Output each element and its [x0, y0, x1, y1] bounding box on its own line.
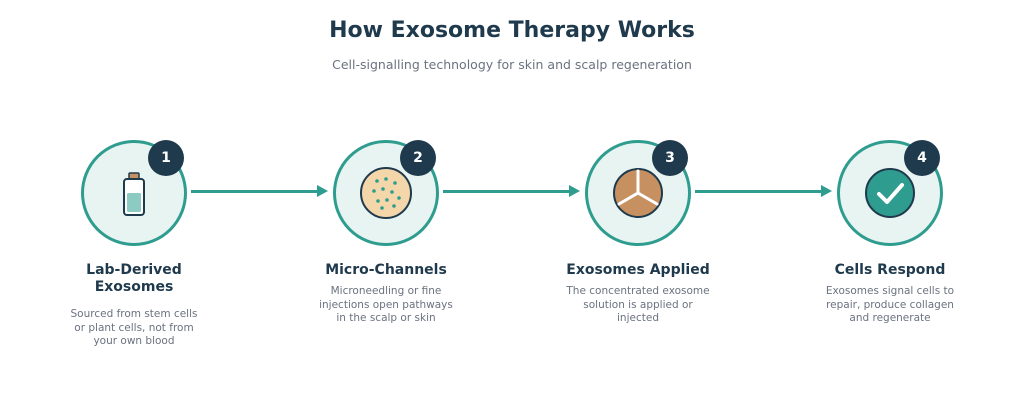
step-4-description: Exosomes signal cells to repair, produce… — [825, 285, 955, 324]
step-4-number-badge: 4 — [904, 140, 940, 176]
connector-arrow-3-4 — [695, 185, 832, 197]
step-1-number-badge: 1 — [148, 140, 184, 176]
exosome-split-icon — [613, 168, 663, 218]
connector-arrow-2-3 — [443, 185, 580, 197]
step-3-title-line1: Exosomes Applied — [566, 262, 710, 278]
step-3-description: The concentrated exosome solution is app… — [566, 285, 710, 324]
connector-arrow-1-2 — [191, 185, 328, 197]
step-2-description: Microneedling or fine injections open pa… — [319, 285, 453, 324]
checkmark-icon — [865, 168, 915, 218]
step-2-circle — [333, 140, 439, 246]
step-4-title-line1: Cells Respond — [834, 262, 946, 278]
vial-icon — [123, 172, 145, 216]
step-3-title: Exosomes Applied — [528, 262, 748, 279]
page-subtitle: Cell-signalling technology for skin and … — [332, 57, 692, 72]
step-1-title-line1: Lab-Derived — [86, 262, 182, 278]
step-3-number-badge: 3 — [652, 140, 688, 176]
step-3-circle — [585, 140, 691, 246]
step-2-number-badge: 2 — [400, 140, 436, 176]
step-4-title: Cells Respond — [780, 262, 1000, 279]
step-1-title: Lab-Derived Exosomes — [24, 262, 244, 296]
step-1-title-line2: Exosomes — [94, 279, 174, 295]
step-2-title: Micro-Channels — [276, 262, 496, 279]
step-2-title-line1: Micro-Channels — [325, 262, 447, 278]
microchannel-dish-icon — [360, 167, 412, 219]
page-title: How Exosome Therapy Works — [329, 18, 695, 43]
step-1-description: Sourced from stem cells or plant cells, … — [70, 308, 198, 347]
